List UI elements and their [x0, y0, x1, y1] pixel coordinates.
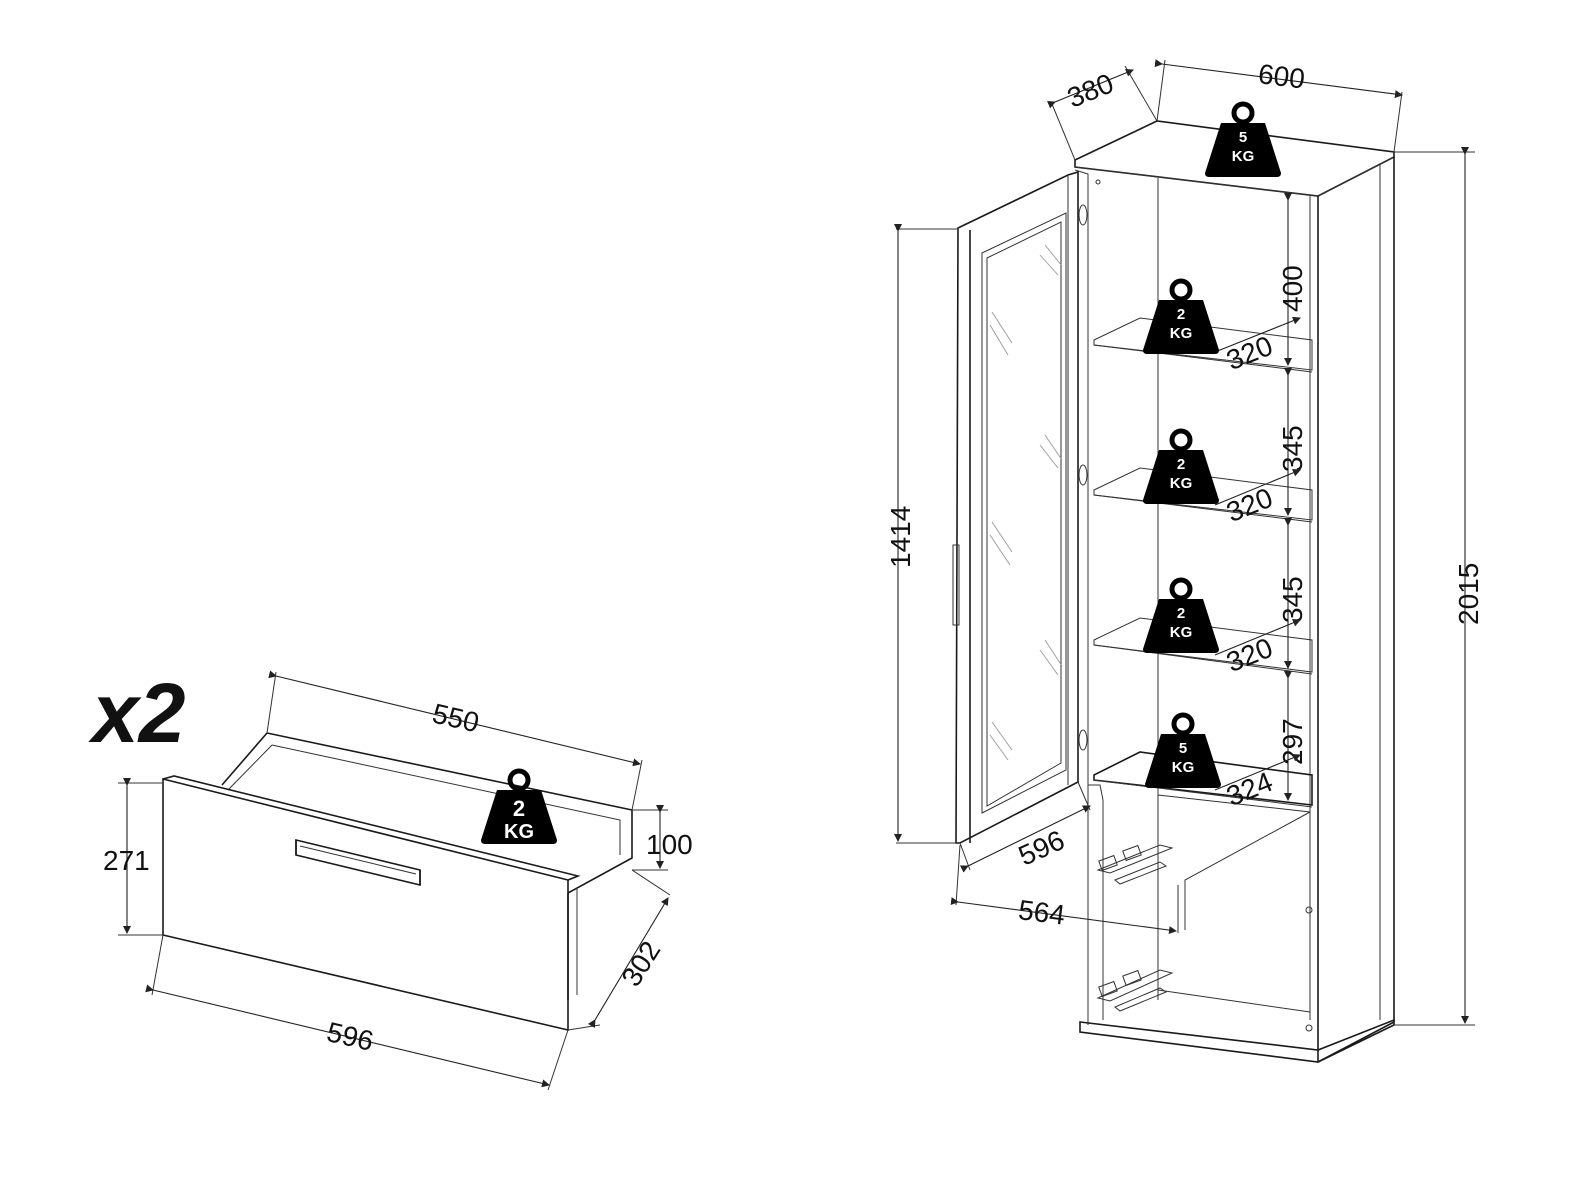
shelf-1-depth-label: 320: [1222, 330, 1277, 376]
shelf-2: [1093, 467, 1313, 523]
shelf-1: [1093, 317, 1313, 373]
door-width-label: 596: [1014, 824, 1069, 871]
svg-text:KG: KG: [1172, 759, 1195, 776]
svg-text:2: 2: [1177, 605, 1185, 622]
cabinet-illustration: 380 600 2015 1414 596 564 400 345 345: [885, 58, 1484, 1063]
svg-text:2: 2: [513, 796, 525, 821]
shelf-4-weight-icon: 5 KG: [1145, 715, 1221, 788]
gap-3-label: 345: [1277, 576, 1308, 623]
drawer-inner-width-label: 550: [430, 698, 482, 739]
drawer-depth-label: 302: [615, 936, 666, 992]
shelf-2-depth-label: 320: [1222, 482, 1277, 528]
drawer-width-dimension-line: [268, 670, 641, 767]
shelf-3-depth-label: 320: [1222, 632, 1277, 678]
cabinet-height-label: 2015: [1453, 563, 1484, 625]
shelf-4: [1093, 751, 1313, 808]
cabinet-width-label: 600: [1256, 58, 1306, 94]
shelf-2-weight-icon: 2 KG: [1143, 431, 1219, 504]
top-weight-icon: 5 KG: [1205, 104, 1281, 177]
drawer-left-side: [221, 732, 268, 786]
drawer-weight-icon: 2 KG: [481, 771, 557, 844]
cabinet-bottom: [1079, 1018, 1395, 1063]
drawer-runner-upper: [1096, 844, 1174, 885]
gap-2-label: 345: [1277, 425, 1308, 472]
drawer-illustration: x2 550 271 100: [88, 666, 693, 1091]
shelf-3-weight-icon: 2 KG: [1143, 580, 1219, 653]
drawer-handle: [295, 838, 421, 887]
svg-text:5: 5: [1239, 129, 1247, 146]
drawer-inner-height-label: 100: [646, 829, 693, 860]
gap-1-label: 400: [1277, 265, 1308, 312]
svg-text:2: 2: [1177, 306, 1185, 323]
svg-text:5: 5: [1179, 740, 1187, 757]
svg-text:KG: KG: [1170, 325, 1193, 342]
cabinet-depth-label: 380: [1063, 67, 1118, 113]
svg-text:KG: KG: [1170, 475, 1193, 492]
cabinet-door: [952, 170, 1101, 844]
svg-text:KG: KG: [1170, 624, 1193, 641]
drawer-front-width-label: 596: [324, 1016, 376, 1057]
drawer-height-label: 271: [103, 845, 150, 876]
inner-width-label: 564: [1017, 894, 1067, 930]
multiplier-label: x2: [88, 666, 185, 760]
shelf-1-weight-icon: 2 KG: [1143, 281, 1219, 354]
shelf-3: [1093, 617, 1313, 675]
drawer-runner-lower: [1096, 969, 1174, 1012]
svg-text:KG: KG: [504, 821, 534, 843]
svg-text:KG: KG: [1232, 148, 1255, 165]
shelf-4-depth-label: 324: [1222, 766, 1277, 812]
drawer-inner-edge: [271, 744, 621, 855]
door-height-label: 1414: [885, 506, 916, 568]
drawer-back-edge: [266, 732, 633, 894]
svg-text:2: 2: [1177, 456, 1185, 473]
